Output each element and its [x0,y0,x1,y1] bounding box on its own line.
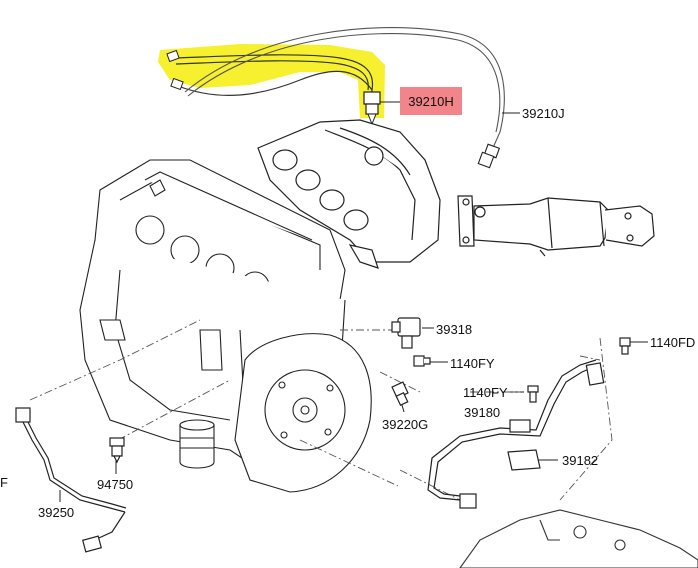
leader-lines [59,101,648,502]
bracket[interactable] [507,449,541,471]
bolt-upper-right[interactable] [619,337,631,355]
engine-block[interactable] [79,159,372,493]
label-edge-fragment: F [0,475,8,490]
label-cam-sensor[interactable]: 39318 [436,322,473,337]
transmission-fragment[interactable] [459,509,698,568]
o2-sensor-lower[interactable] [477,143,501,169]
knock-sensor-harness[interactable] [15,407,127,553]
o2-sensor-upper[interactable] [166,49,381,126]
cam-sensor[interactable] [391,317,421,349]
label-oil-pressure-switch[interactable]: 94750 [97,477,134,492]
label-bracket[interactable]: 39182 [562,453,599,468]
label-temp-sensor[interactable]: 39220G [382,417,429,432]
temp-sensor[interactable] [391,381,409,407]
bolt-cam[interactable] [413,355,431,367]
label-knock-sensor[interactable]: 39250 [38,505,75,520]
label-bolt-crank[interactable]: 1140FY [463,385,508,400]
exhaust-manifold[interactable] [257,119,441,269]
exhaust-pipe[interactable] [457,195,655,257]
label-bolt-cam[interactable]: 1140FY [450,356,495,371]
crank-sensor-harness[interactable] [427,359,605,509]
bolt-crank[interactable] [527,385,539,403]
label-crank-sensor-harness[interactable]: 39180 [464,405,501,420]
label-o2-sensor-upper[interactable]: 39210H [400,87,462,115]
label-o2-sensor-lower[interactable]: 39210J [522,106,565,121]
o2-sensor-lower-wiring [184,27,505,151]
label-bolt-upper-right[interactable]: 1140FD [650,335,696,350]
oil-pressure-switch[interactable] [109,437,125,464]
